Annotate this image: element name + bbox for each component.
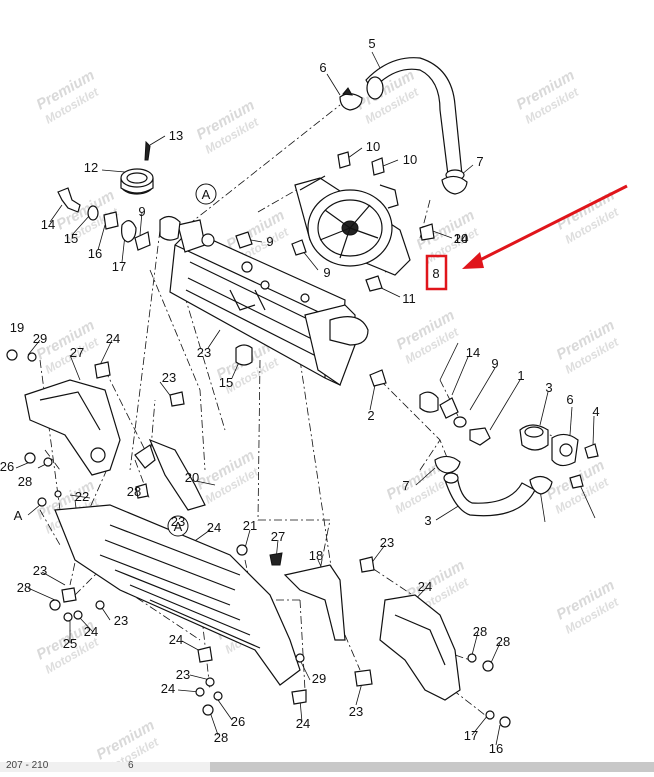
callout-label: 18 <box>309 548 323 563</box>
highlight-box <box>425 254 448 291</box>
callout-label: A <box>14 508 23 523</box>
hose-clamps <box>339 87 553 495</box>
callout-label: 23 <box>114 613 128 628</box>
radiator-core <box>169 219 369 386</box>
callout-label: 23 <box>176 667 190 682</box>
callout-label: 1 <box>517 368 524 383</box>
callout-label: 24 <box>84 624 98 639</box>
right-shroud-assembly <box>283 564 461 701</box>
callout-label: 4 <box>592 404 599 419</box>
mounting-hardware <box>235 151 435 387</box>
callout-label: 9 <box>323 265 330 280</box>
callout-label: 28 <box>17 580 31 595</box>
reference-marker-a-top: A <box>195 183 217 205</box>
callout-label: 5 <box>368 36 375 51</box>
callout-label: 6 <box>566 392 573 407</box>
callout-label: 28 <box>473 624 487 639</box>
callout-label: 24 <box>418 579 432 594</box>
callout-label: 10 <box>454 231 468 246</box>
right-fittings <box>419 391 599 489</box>
footer-page-range: 207 - 210 <box>6 760 49 771</box>
footer-index: 6 <box>128 760 134 771</box>
callout-label: 24 <box>207 520 221 535</box>
callout-label: 16 <box>88 246 102 261</box>
callout-label: 21 <box>243 518 257 533</box>
callout-label: 15 <box>64 231 78 246</box>
footer-bar <box>210 762 654 772</box>
callout-label: 24 <box>161 681 175 696</box>
callout-label: 19 <box>10 320 24 335</box>
callout-label: 14 <box>466 345 480 360</box>
callout-label: 25 <box>63 636 77 651</box>
callout-label: 3 <box>424 513 431 528</box>
callout-label: 24 <box>454 231 468 246</box>
callout-label: 26 <box>0 459 14 474</box>
callout-label: 6 <box>319 60 326 75</box>
callout-label: 23 <box>33 563 47 578</box>
callout-label: 23 <box>380 535 394 550</box>
callout-label: 13 <box>169 128 183 143</box>
callout-label: 12 <box>84 160 98 175</box>
callout-label: 28 <box>496 634 510 649</box>
callout-label: 23 <box>349 704 363 719</box>
callout-label: 24 <box>169 632 183 647</box>
callout-label: 7 <box>402 478 409 493</box>
cooling-fan <box>294 175 411 276</box>
callout-label: 29 <box>312 671 326 686</box>
left-shroud-assembly <box>24 379 301 686</box>
callout-label: 27 <box>70 345 84 360</box>
callout-label: 23 <box>197 345 211 360</box>
callout-label: 2 <box>367 408 374 423</box>
red-arrow-icon <box>462 184 628 269</box>
callout-label: 15 <box>219 375 233 390</box>
callout-label: 23 <box>171 514 185 529</box>
callout-label: 10 <box>403 152 417 167</box>
callout-label: 20 <box>185 470 199 485</box>
callout-label: 9 <box>491 356 498 371</box>
small-hardware <box>6 349 511 728</box>
callout-label: 23 <box>162 370 176 385</box>
callout-label: 16 <box>489 741 503 756</box>
reference-marker-label: A <box>174 519 183 534</box>
callout-label: 28 <box>18 474 32 489</box>
callout-label: 22 <box>75 489 89 504</box>
radiator-cap <box>120 140 154 195</box>
reference-marker-a-bottom: A <box>167 515 189 537</box>
callout-label: 27 <box>271 529 285 544</box>
left-fittings <box>57 187 181 251</box>
lower-hose <box>443 472 536 517</box>
callout-label: 9 <box>138 204 145 219</box>
callout-label: 28 <box>127 484 141 499</box>
callout-label: 9 <box>266 234 273 249</box>
callout-label: 3 <box>545 380 552 395</box>
callout-label: 29 <box>33 331 47 346</box>
callout-label: 24 <box>296 716 310 731</box>
footer-strip: 207 - 210 6 <box>0 760 654 772</box>
callout-label: 10 <box>366 139 380 154</box>
callout-label: 24 <box>106 331 120 346</box>
callout-label: 28 <box>214 730 228 745</box>
callout-label: 11 <box>402 291 416 306</box>
callout-label: 17 <box>112 259 126 274</box>
callout-label: 26 <box>231 714 245 729</box>
reference-marker-label: A <box>202 187 211 202</box>
callout-label: 14 <box>41 217 55 232</box>
callout-label: 7 <box>476 154 483 169</box>
callout-highlighted: 8 <box>432 266 439 281</box>
callout-label: 17 <box>464 728 478 743</box>
